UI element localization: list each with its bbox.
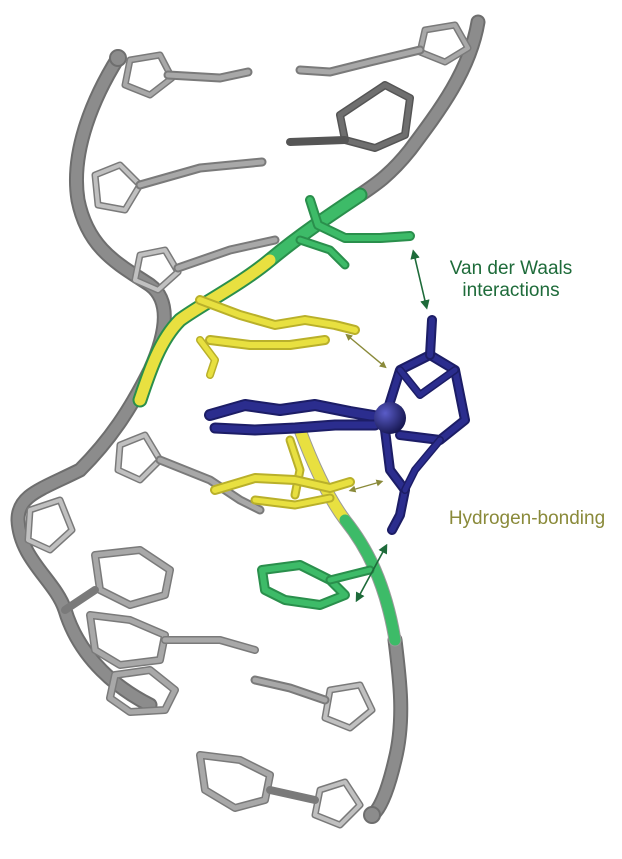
- hydrogen-bonding-label-text: Hydrogen-bonding: [437, 508, 617, 530]
- vdw-arrow: [414, 254, 426, 305]
- strand-end-sphere: [110, 50, 126, 66]
- strand-end-sphere: [364, 807, 380, 823]
- hydrogen-bonding-label: Hydrogen-bonding: [437, 508, 617, 530]
- van-der-waals-label-line1: Van der Waals: [426, 258, 596, 280]
- hbond-arrow-lower: [352, 482, 380, 490]
- van-der-waals-label: Van der Waals interactions: [426, 258, 596, 302]
- van-der-waals-label-line2: interactions: [426, 280, 596, 302]
- hbond-arrow-upper: [348, 336, 384, 366]
- metal-center-sphere: [374, 402, 406, 434]
